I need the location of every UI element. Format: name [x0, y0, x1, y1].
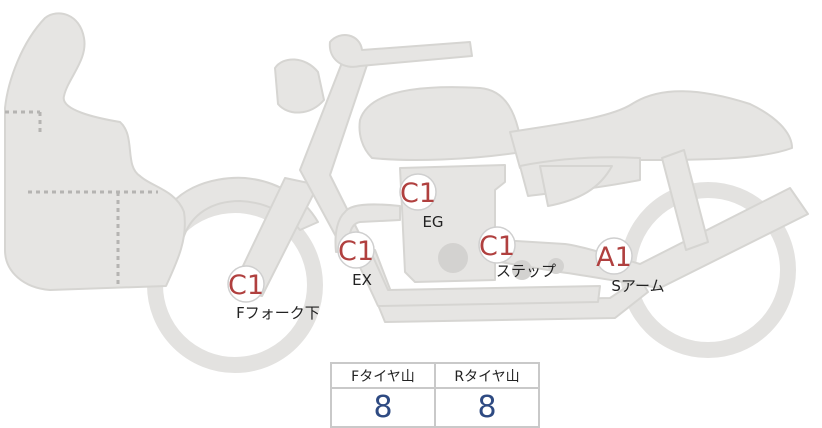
front-fairing: [4, 12, 186, 291]
marker-circle: [399, 173, 437, 211]
fairing-damage-lines: [5, 110, 158, 285]
headlight: [274, 58, 325, 114]
marker-grade: C1: [228, 270, 264, 301]
marker-grade: C1: [338, 236, 374, 267]
marker-circle: [227, 265, 265, 303]
swing-arm: [499, 187, 809, 289]
seat: [509, 90, 793, 169]
front-tire-value: 8: [330, 387, 436, 428]
handlebar: [328, 34, 473, 68]
step-peg: [512, 260, 532, 280]
marker-circle: [595, 237, 633, 275]
step-peg-2: [548, 258, 564, 274]
front-tire-label: Fタイヤ山: [330, 362, 436, 389]
tire-tread-table: Fタイヤ山 Rタイヤ山 8 8: [330, 362, 540, 428]
marker-circle: [337, 231, 375, 269]
marker-circle: [478, 226, 516, 264]
side-cover: [539, 165, 613, 207]
marker-grade: C1: [400, 178, 436, 209]
engine-cover: [438, 243, 468, 273]
marker-grade: A1: [596, 242, 632, 273]
marker-grade: C1: [479, 231, 515, 262]
marker-label: Sアーム: [611, 277, 664, 295]
rear-tire-label: Rタイヤ山: [434, 362, 540, 389]
marker-label: EG: [422, 213, 443, 231]
marker-label: ステップ: [496, 262, 556, 280]
rear-tire-value: 8: [434, 387, 540, 428]
marker-label: Fフォーク下: [236, 304, 320, 322]
exhaust-pipe: [334, 203, 401, 253]
fuel-tank: [358, 86, 523, 161]
marker-label: EX: [352, 271, 372, 289]
rear-shock: [661, 149, 709, 251]
